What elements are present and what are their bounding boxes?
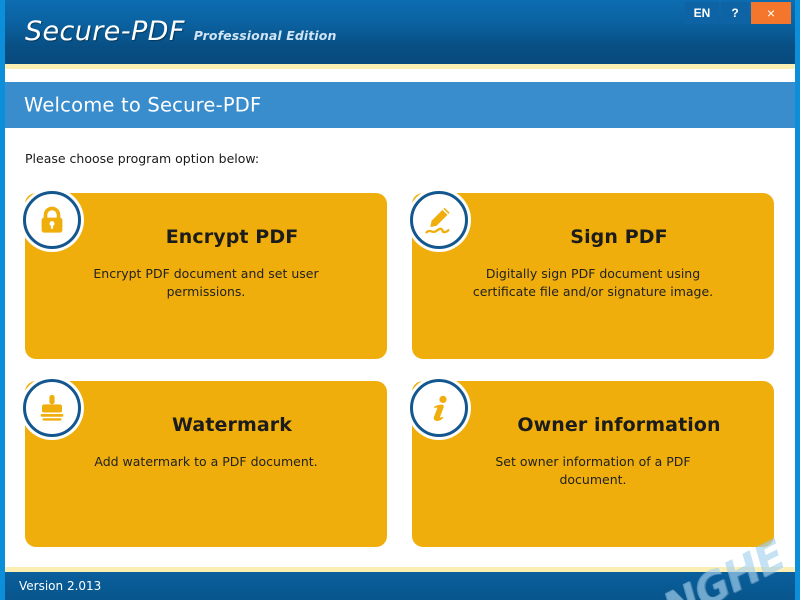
option-card-sign-pdf[interactable]: Sign PDF Digitally sign PDF document usi…	[410, 191, 774, 359]
option-card-encrypt-pdf[interactable]: Encrypt PDF Encrypt PDF document and set…	[23, 191, 387, 359]
accent-strip-top	[5, 64, 795, 69]
option-card-description: Digitally sign PDF document using certif…	[472, 266, 714, 300]
option-card-description: Set owner information of a PDF document.	[495, 454, 691, 488]
welcome-band: Welcome to Secure-PDF	[5, 82, 795, 128]
page-title: Welcome to Secure-PDF	[24, 93, 262, 117]
option-card-watermark[interactable]: Watermark Add watermark to a PDF documen…	[23, 379, 387, 547]
close-button[interactable]: ×	[751, 2, 791, 24]
version-label: Version 2.013	[19, 579, 102, 593]
main-content: Please choose program option below: Encr…	[5, 128, 795, 567]
option-card-description: Encrypt PDF document and set user permis…	[93, 266, 319, 300]
accent-strip-bottom	[5, 567, 795, 572]
option-card-owner-information[interactable]: Owner information Set owner information …	[410, 379, 774, 547]
brand-subtitle: Professional Edition	[193, 28, 337, 43]
window-border-left	[0, 0, 5, 600]
padlock-icon	[23, 191, 81, 249]
application-brand: Secure-PDF Professional Edition	[25, 16, 336, 47]
header-spacer	[5, 69, 795, 82]
title-bar: Secure-PDF Professional Edition EN ? ×	[0, 0, 800, 64]
option-card-title: Encrypt PDF	[165, 226, 299, 248]
window-controls: EN ? ×	[685, 2, 791, 24]
option-card-title: Sign PDF	[570, 226, 668, 248]
rubber-stamp-icon	[23, 379, 81, 437]
info-icon	[410, 379, 468, 437]
status-bar: Version 2.013	[5, 572, 795, 600]
signature-pen-icon	[410, 191, 468, 249]
window-border-right	[795, 0, 800, 600]
option-card-title: Watermark	[172, 414, 292, 436]
option-card-title: Owner information	[517, 414, 721, 436]
language-button[interactable]: EN	[685, 2, 719, 24]
option-cards-grid: Encrypt PDF Encrypt PDF document and set…	[23, 191, 775, 547]
option-card-description: Add watermark to a PDF document.	[94, 454, 318, 469]
help-button[interactable]: ?	[721, 2, 749, 24]
brand-name: Secure-PDF	[25, 16, 185, 47]
instruction-text: Please choose program option below:	[25, 151, 260, 166]
